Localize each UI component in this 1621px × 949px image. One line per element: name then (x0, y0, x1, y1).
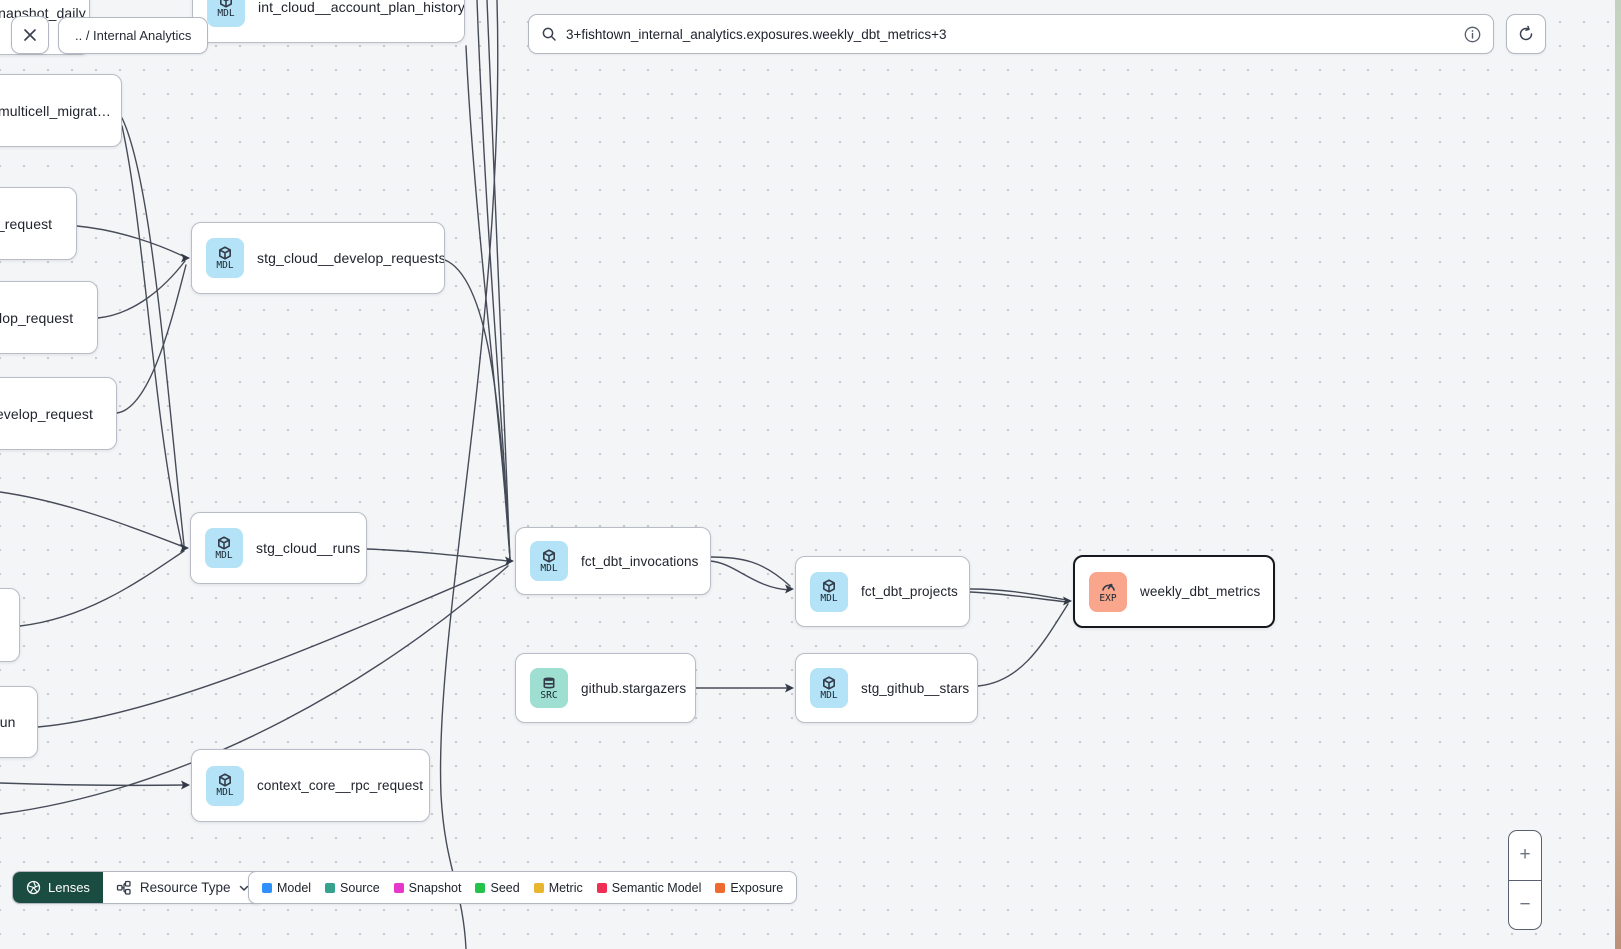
gauge-icon (1101, 583, 1115, 591)
node-label: context_core__rpc_request (257, 778, 424, 793)
search-icon (542, 27, 556, 41)
database-icon (543, 677, 555, 688)
refresh-icon (1519, 25, 1533, 41)
node-label: weekly_dbt_metrics (1140, 584, 1261, 599)
info-icon[interactable] (1464, 26, 1481, 43)
legend-swatch (715, 882, 726, 893)
legend-swatch (533, 882, 544, 893)
close-button[interactable] (11, 16, 49, 54)
node-github-stargazers[interactable]: SRC github.stargazers (515, 653, 696, 723)
model-badge: MDL (206, 765, 244, 806)
cube-icon (220, 0, 232, 8)
node-develop-request-3[interactable]: .develop_request (0, 377, 117, 450)
node-stg-cloud-develop-requests[interactable]: MDL stg_cloud__develop_requests (191, 222, 445, 294)
node-label: fct_dbt_projects (861, 584, 958, 599)
cube-icon (218, 535, 230, 550)
node-label: .run (0, 714, 16, 730)
cube-icon (219, 245, 231, 260)
resource-type-dropdown[interactable]: Resource Type (103, 872, 264, 903)
lenses-bar: Lenses Resource Type (12, 871, 265, 904)
source-badge: SRC (530, 668, 568, 708)
legend-swatch (475, 882, 486, 893)
resource-type-icon (116, 880, 131, 895)
node-fct-dbt-projects[interactable]: MDL fct_dbt_projects (795, 556, 970, 627)
node-label: .develop_request (0, 405, 94, 422)
cube-icon (823, 579, 835, 593)
node-stg-github-stars[interactable]: MDL stg_github__stars (795, 653, 978, 723)
node-cut-left-1[interactable]: n (0, 588, 20, 662)
model-badge: MDL (205, 528, 243, 568)
legend-swatch (596, 882, 607, 893)
legend-item-semantic-model: Semantic Model (596, 881, 701, 895)
node-label: stg_cloud__develop_requests (257, 250, 445, 266)
node-develop-request-2[interactable]: velop_request (0, 281, 98, 354)
breadcrumb-label: .. / Internal Analytics (75, 28, 192, 43)
model-badge: MDL (810, 668, 848, 708)
node-label: p_request (0, 215, 53, 232)
node-label: n (0, 617, 1, 633)
legend-item-exposure: Exposure (715, 881, 783, 895)
node-label: velop_request (0, 309, 74, 326)
zoom-in-button[interactable]: + (1509, 831, 1541, 881)
cube-icon (543, 548, 555, 563)
node-label: github.stargazers (581, 680, 687, 696)
model-badge: MDL (810, 571, 848, 612)
lenses-label: Lenses (48, 880, 90, 895)
lens-aperture-icon (26, 880, 41, 895)
legend-swatch (325, 882, 336, 893)
node-fct-dbt-invocations[interactable]: MDL fct_dbt_invocations (515, 527, 711, 595)
chevron-down-icon (240, 885, 249, 891)
resource-type-label: Resource Type (139, 880, 231, 895)
node-multicell-migration[interactable]: multicell_migrat… (0, 74, 122, 147)
legend-item-source: Source (325, 881, 380, 895)
search-bar[interactable] (528, 14, 1494, 54)
model-badge: MDL (530, 541, 568, 581)
node-int-cloud-account-plan-history[interactable]: MDL int_cloud__account_plan_history (192, 0, 465, 43)
search-input[interactable] (566, 26, 1455, 42)
close-icon (24, 29, 36, 41)
node-label: int_cloud__account_plan_history (258, 0, 465, 15)
node-label: multicell_migrat… (0, 102, 111, 119)
legend-item-model: Model (262, 881, 311, 895)
legend-item-metric: Metric (533, 881, 583, 895)
node-cut-left-2[interactable]: .run (0, 686, 38, 758)
legend-item-seed: Seed (475, 881, 520, 895)
desktop-background-sliver (1615, 0, 1621, 949)
node-label: stg_cloud__runs (256, 540, 361, 556)
node-label: stg_github__stars (861, 680, 970, 696)
legend-swatch (393, 882, 404, 893)
resource-type-legend: Model Source Snapshot Seed Metric Semant… (248, 871, 798, 904)
refresh-button[interactable] (1506, 14, 1546, 54)
cube-icon (219, 773, 231, 787)
cube-icon (823, 675, 835, 690)
model-badge: MDL (207, 0, 245, 27)
node-stg-cloud-runs[interactable]: MDL stg_cloud__runs (190, 512, 367, 584)
node-context-core-rpc-request[interactable]: MDL context_core__rpc_request (191, 749, 430, 822)
node-label: fct_dbt_invocations (581, 553, 699, 569)
lenses-button[interactable]: Lenses (13, 872, 103, 903)
node-develop-request-1[interactable]: p_request (0, 187, 77, 260)
exposure-badge: EXP (1089, 571, 1127, 612)
node-weekly-dbt-metrics[interactable]: EXP weekly_dbt_metrics (1073, 555, 1275, 628)
zoom-out-button[interactable]: − (1519, 893, 1531, 915)
zoom-controls: + − (1508, 830, 1542, 930)
breadcrumb[interactable]: .. / Internal Analytics (58, 17, 209, 54)
legend-item-snapshot: Snapshot (393, 881, 461, 895)
model-badge: MDL (206, 238, 244, 278)
legend-swatch (262, 882, 272, 893)
